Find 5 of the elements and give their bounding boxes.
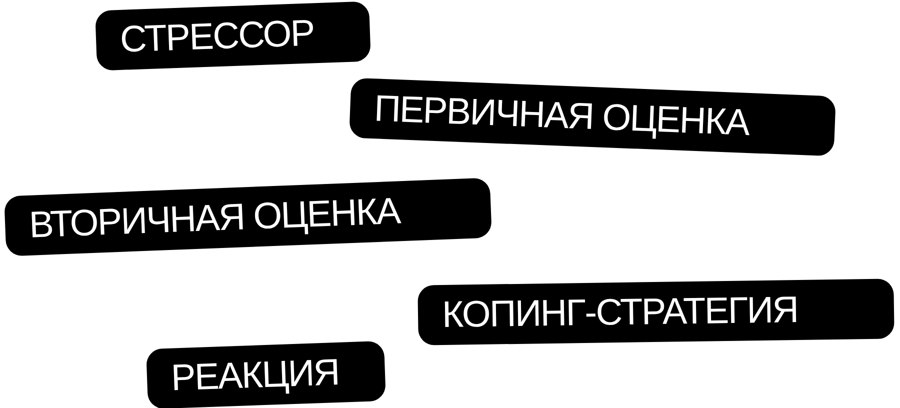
label-pill: СТРЕССОР xyxy=(95,1,371,71)
label-pill: КОПИНГ-СТРАТЕГИЯ xyxy=(418,278,894,346)
label-pill: ВТОРИЧНАЯ ОЦЕНКА xyxy=(4,178,492,256)
label-pill: РЕАКЦИЯ xyxy=(146,340,386,408)
label-pill: ПЕРВИЧНАЯ ОЦЕНКА xyxy=(349,78,836,156)
